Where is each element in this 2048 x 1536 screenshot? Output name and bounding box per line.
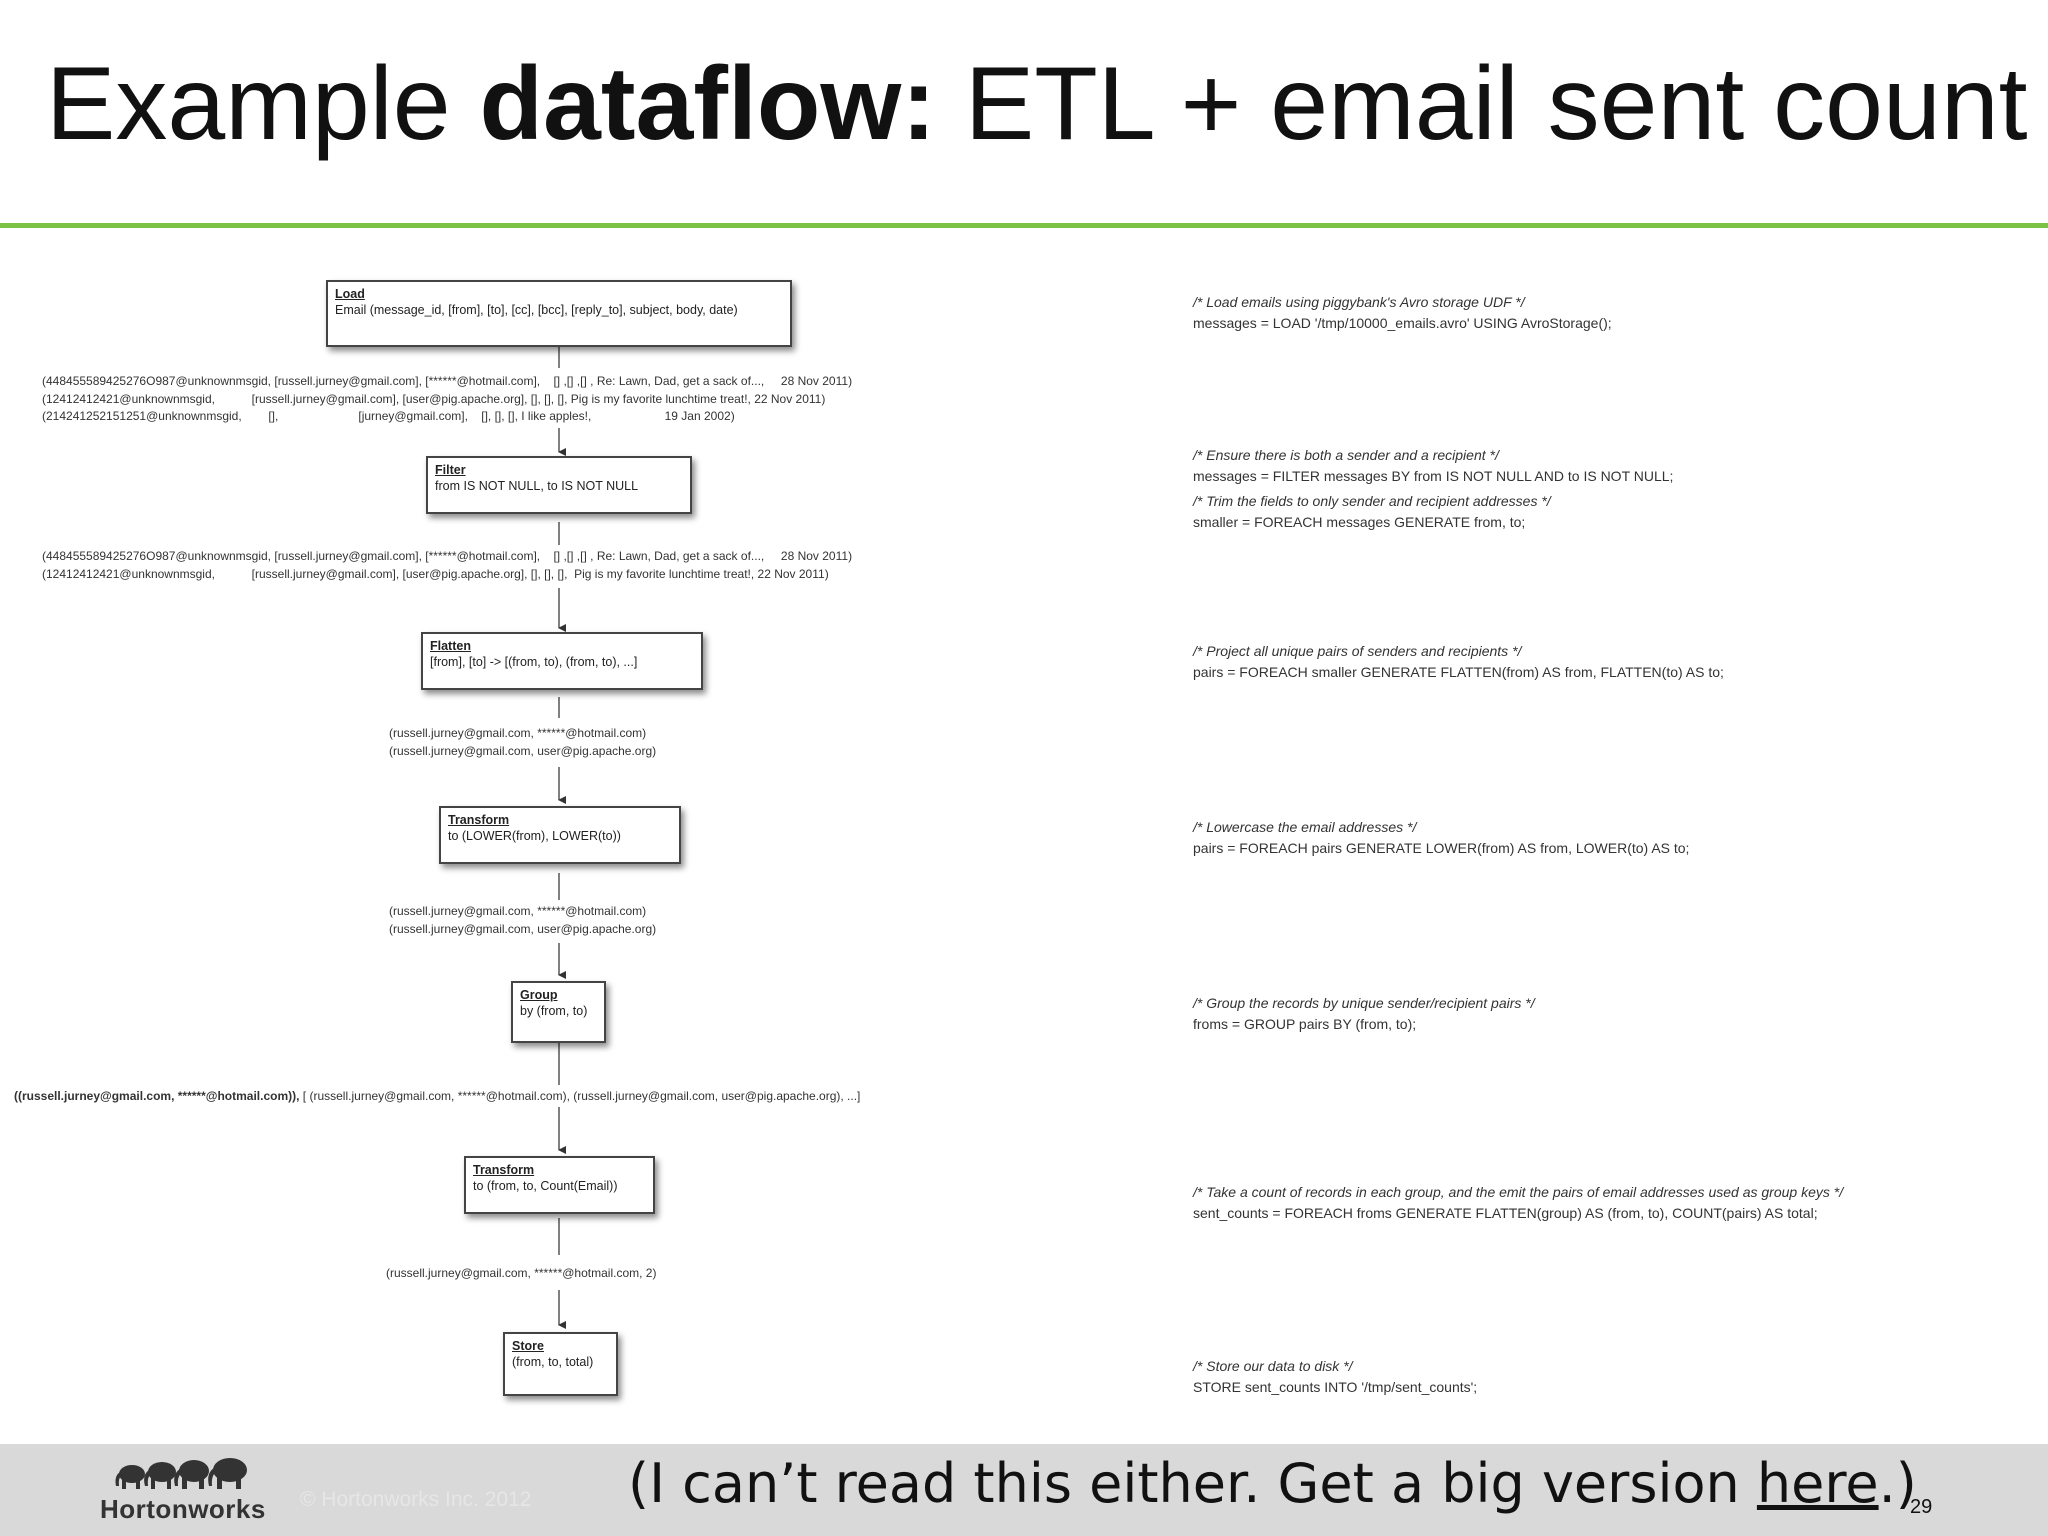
title-suffix: ETL + email sent count xyxy=(964,46,2028,162)
load-title: Load xyxy=(335,287,365,301)
code-block-lowercase: /* Lowercase the email addresses */ pair… xyxy=(1193,817,1689,859)
count-output-sample: (russell.jurney@gmail.com, ******@hotmai… xyxy=(386,1266,657,1280)
code-comment: /* Take a count of records in each group… xyxy=(1193,1184,1844,1200)
group-bag-sample: [ (russell.jurney@gmail.com, ******@hotm… xyxy=(299,1089,861,1103)
transform-output-sample: (russell.jurney@gmail.com, ******@hotmai… xyxy=(389,904,657,936)
code-comment: /* Store our data to disk */ xyxy=(1193,1358,1353,1374)
footer-caption: (I can’t read this either. Get a big ver… xyxy=(628,1452,1917,1515)
store-desc: (from, to, total) xyxy=(512,1355,594,1370)
code-comment: /* Group the records by unique sender/re… xyxy=(1193,995,1535,1011)
count-transform-title: Transform xyxy=(473,1163,535,1177)
filter-output-sample: (448455589425276O987@unknownmsgid, [russ… xyxy=(42,549,853,581)
group-output-sample: ((russell.jurney@gmail.com, ******@hotma… xyxy=(14,1088,860,1106)
code-statement: froms = GROUP pairs BY (from, to); xyxy=(1193,1016,1417,1032)
group-title: Group xyxy=(520,988,558,1002)
code-statement: STORE sent_counts INTO '/tmp/sent_counts… xyxy=(1193,1379,1478,1395)
logo-text: Hortonworks xyxy=(100,1494,266,1524)
here-link[interactable]: here xyxy=(1756,1452,1879,1515)
title-bold: dataflow: xyxy=(479,46,936,162)
load-output-sample: (448455589425276O987@unknownmsgid, [russ… xyxy=(42,374,853,423)
title-prefix: Example xyxy=(46,46,451,162)
code-statement: sent_counts = FOREACH froms GENERATE FLA… xyxy=(1193,1205,1818,1221)
group-desc: by (from, to) xyxy=(520,1004,588,1019)
hortonworks-logo-icon xyxy=(115,1458,247,1489)
copyright-notice: © Hortonworks Inc. 2012 xyxy=(300,1488,532,1511)
title-divider xyxy=(0,223,2048,228)
code-statement: pairs = FOREACH smaller GENERATE FLATTEN… xyxy=(1193,664,1724,680)
group-box: Group by (from, to) xyxy=(511,981,606,1043)
code-block-flatten: /* Project all unique pairs of senders a… xyxy=(1193,641,1724,683)
transform-desc: to (LOWER(from), LOWER(to)) xyxy=(448,829,621,844)
code-statement: smaller = FOREACH messages GENERATE from… xyxy=(1193,514,1526,530)
code-block-store: /* Store our data to disk */ STORE sent_… xyxy=(1193,1356,1477,1398)
flatten-output-sample: (russell.jurney@gmail.com, ******@hotmai… xyxy=(389,726,657,758)
code-comment: /* Ensure there is both a sender and a r… xyxy=(1193,447,1499,463)
code-comment: /* Trim the fields to only sender and re… xyxy=(1193,493,1551,509)
code-block-load: /* Load emails using piggybank's Avro st… xyxy=(1193,292,1612,334)
count-transform-desc: to (from, to, Count(Email)) xyxy=(473,1179,618,1194)
code-statement: messages = LOAD '/tmp/10000_emails.avro'… xyxy=(1193,315,1612,331)
transform-title: Transform xyxy=(448,813,510,827)
caption-end: .) xyxy=(1878,1452,1917,1515)
flow-arrows xyxy=(558,347,566,1329)
transform-box: Transform to (LOWER(from), LOWER(to)) xyxy=(439,806,681,864)
caption-text: (I can’t read this either. Get a big ver… xyxy=(628,1452,1740,1515)
code-comment: /* Load emails using piggybank's Avro st… xyxy=(1193,294,1525,310)
count-transform-box: Transform to (from, to, Count(Email)) xyxy=(464,1156,655,1214)
filter-box: Filter from IS NOT NULL, to IS NOT NULL xyxy=(426,456,692,514)
code-statement: pairs = FOREACH pairs GENERATE LOWER(fro… xyxy=(1193,840,1690,856)
code-statement: messages = FILTER messages BY from IS NO… xyxy=(1193,468,1674,484)
code-block-group: /* Group the records by unique sender/re… xyxy=(1193,993,1535,1035)
code-block-filter: /* Ensure there is both a sender and a r… xyxy=(1193,445,1673,533)
store-box: Store (from, to, total) xyxy=(503,1332,618,1396)
slide-footer xyxy=(0,1444,2048,1536)
slide-title: Example dataflow: ETL + email sent count xyxy=(46,52,2028,156)
page-number: 29 xyxy=(1910,1496,1933,1518)
store-title: Store xyxy=(512,1339,544,1353)
code-comment: /* Lowercase the email addresses */ xyxy=(1193,819,1417,835)
filter-desc: from IS NOT NULL, to IS NOT NULL xyxy=(435,479,639,494)
flatten-desc: [from], [to] -> [(from, to), (from, to),… xyxy=(430,655,638,670)
group-key-sample: ((russell.jurney@gmail.com, ******@hotma… xyxy=(14,1089,300,1103)
load-desc: Email (message_id, [from], [to], [cc], [… xyxy=(335,303,738,318)
load-box: Load Email (message_id, [from], [to], [c… xyxy=(326,280,792,347)
code-comment: /* Project all unique pairs of senders a… xyxy=(1193,643,1522,659)
filter-title: Filter xyxy=(435,463,466,477)
flatten-box: Flatten [from], [to] -> [(from, to), (fr… xyxy=(421,632,703,690)
code-block-count: /* Take a count of records in each group… xyxy=(1193,1182,1843,1224)
flatten-title: Flatten xyxy=(430,639,471,653)
